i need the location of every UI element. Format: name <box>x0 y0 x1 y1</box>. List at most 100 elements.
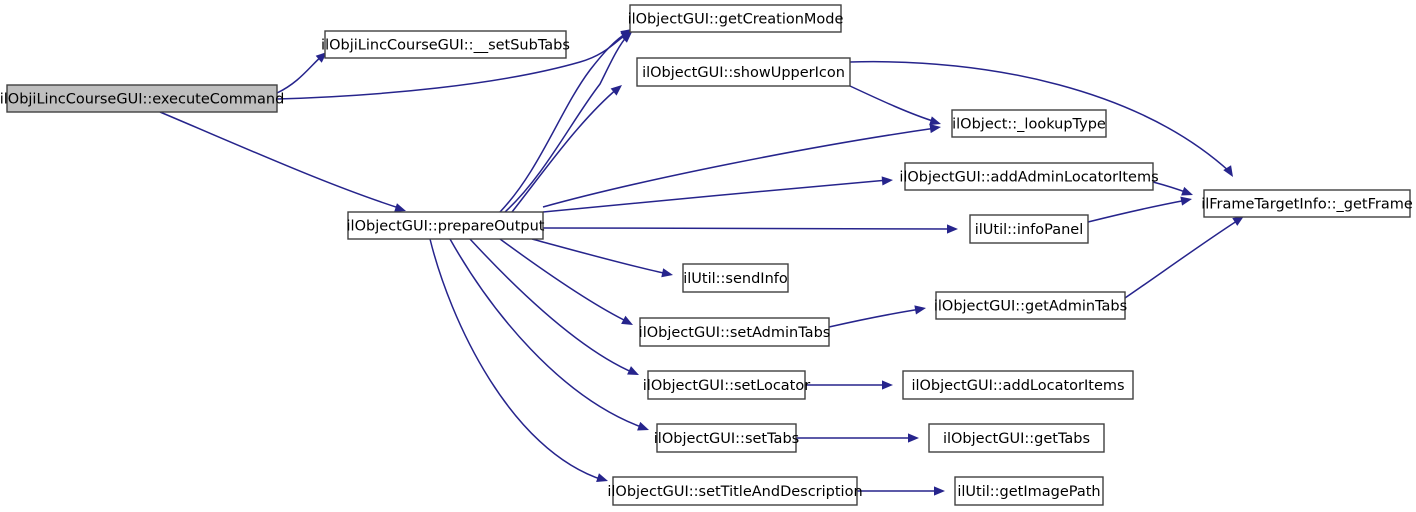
edge-prepareOutput-to-sendInfo <box>531 238 673 278</box>
arrowhead <box>394 203 406 212</box>
node-box[interactable] <box>647 370 806 400</box>
node-getTabs[interactable]: ilObjectGUI::getTabs <box>928 423 1105 453</box>
node-label: ilObjiLincCourseGUI::executeCommand <box>0 92 284 108</box>
node-label: ilObjectGUI::getCreationMode <box>628 12 844 28</box>
arrowhead <box>929 123 941 134</box>
node-box[interactable] <box>904 162 1154 191</box>
arrowhead <box>1223 165 1233 177</box>
node-label: ilFrameTargetInfo::_getFrame <box>1201 197 1413 213</box>
node-getImagePath[interactable]: ilUtil::getImagePath <box>954 476 1104 506</box>
node-box[interactable] <box>951 109 1107 138</box>
arrowhead <box>637 421 649 431</box>
edge-setLocator-to-addLocatorItems <box>805 380 893 390</box>
node-box[interactable] <box>902 370 1134 400</box>
edge-prepareOutput-to-getCreationMode <box>504 32 632 213</box>
edge-addAdminLocatorItems-to-getFrame <box>1152 181 1193 196</box>
arrowhead <box>596 473 608 482</box>
node-setLocator[interactable]: ilObjectGUI::setLocator <box>643 370 810 400</box>
node-addLocatorItems[interactable]: ilObjectGUI::addLocatorItems <box>902 370 1134 400</box>
edge-showUpperIcon-to-getFrame <box>849 60 1233 177</box>
edge-setTabs-to-getTabs <box>795 433 919 443</box>
arrowhead <box>1181 186 1193 196</box>
edge-showUpperIcon-to-lookupType <box>849 85 941 126</box>
node-label: ilObjectGUI::setTabs <box>654 431 799 447</box>
node-box[interactable] <box>324 30 567 59</box>
node-label: ilUtil::getImagePath <box>957 484 1100 500</box>
node-getFrame[interactable]: ilFrameTargetInfo::_getFrame <box>1201 189 1413 218</box>
arrowhead <box>620 32 632 43</box>
arrowhead <box>627 366 639 375</box>
node-sendInfo[interactable]: ilUtil::sendInfo <box>682 263 789 293</box>
node-box[interactable] <box>969 214 1089 244</box>
node-setTabs[interactable]: ilObjectGUI::setTabs <box>654 423 799 453</box>
node-setAdminTabs[interactable]: ilObjectGUI::setAdminTabs <box>639 317 831 347</box>
edge-prepareOutput-to-infoPanel <box>542 224 958 234</box>
arrowhead <box>929 116 941 126</box>
node-box[interactable] <box>639 317 830 347</box>
node-box[interactable] <box>6 84 278 113</box>
node-prepareOutput[interactable]: ilObjectGUI::prepareOutput <box>347 211 545 240</box>
arrowhead <box>908 433 919 443</box>
node-label: ilObjectGUI::showUpperIcon <box>642 65 845 81</box>
node-box[interactable] <box>612 476 858 506</box>
nodes-layer: ilObjiLincCourseGUI::executeCommandilObj… <box>0 4 1413 506</box>
arrowhead <box>881 176 893 186</box>
node-infoPanel[interactable]: ilUtil::infoPanel <box>969 214 1089 244</box>
edge-getAdminTabs-to-getFrame <box>1124 216 1244 299</box>
arrowhead <box>934 486 945 496</box>
edge-infoPanel-to-getFrame <box>1087 196 1192 223</box>
node-box[interactable] <box>347 211 544 240</box>
node-box[interactable] <box>629 4 842 33</box>
node-label: ilObjectGUI::addLocatorItems <box>911 378 1124 394</box>
arrowhead <box>315 52 327 63</box>
node-label: ilObject::_lookupType <box>952 117 1106 133</box>
node-setTitleAndDescription[interactable]: ilObjectGUI::setTitleAndDescription <box>607 476 863 506</box>
edge-prepareOutput-to-setAdminTabs <box>499 238 633 325</box>
edge-prepareOutput-to-setTabs <box>449 238 649 431</box>
edges-layer <box>159 29 1244 496</box>
node-label: ilUtil::infoPanel <box>975 222 1084 238</box>
edge-executeCommand-to-prepareOutput <box>159 111 406 212</box>
node-addAdminLocatorItems[interactable]: ilObjectGUI::addAdminLocatorItems <box>899 162 1159 191</box>
arrowhead <box>947 224 958 234</box>
arrowhead <box>914 305 926 315</box>
edge-prepareOutput-to-setLocator <box>469 238 639 375</box>
node-lookupType[interactable]: ilObject::_lookupType <box>951 109 1107 138</box>
edge-prepareOutput-to-getCreationMode <box>499 29 632 213</box>
node-getAdminTabs[interactable]: ilObjectGUI::getAdminTabs <box>934 291 1127 320</box>
arrowhead <box>661 268 673 278</box>
node-box[interactable] <box>636 57 851 87</box>
edge-prepareOutput-to-showUpperIcon <box>511 85 622 213</box>
node-label: ilObjectGUI::setTitleAndDescription <box>607 484 862 500</box>
node-box[interactable] <box>1203 189 1411 218</box>
edge-prepareOutput-to-setTitleAndDescription <box>429 238 608 482</box>
node-label: ilObjectGUI::setLocator <box>643 378 810 394</box>
arrowhead <box>610 85 622 96</box>
node-label: ilObjectGUI::setAdminTabs <box>639 325 831 341</box>
arrowhead <box>621 315 633 325</box>
node-label: ilUtil::sendInfo <box>683 271 788 287</box>
node-box[interactable] <box>656 423 797 453</box>
node-showUpperIcon[interactable]: ilObjectGUI::showUpperIcon <box>636 57 851 87</box>
node-label: ilObjectGUI::addAdminLocatorItems <box>899 170 1158 186</box>
edge-prepareOutput-to-addAdminLocatorItems <box>542 176 893 213</box>
node-setSubTabs[interactable]: ilObjiLincCourseGUI::__setSubTabs <box>321 30 570 59</box>
node-label: ilObjiLincCourseGUI::__setSubTabs <box>321 38 570 54</box>
node-box[interactable] <box>928 423 1105 453</box>
arrowhead <box>1232 216 1244 226</box>
node-executeCommand[interactable]: ilObjiLincCourseGUI::executeCommand <box>0 84 284 113</box>
node-getCreationMode[interactable]: ilObjectGUI::getCreationMode <box>628 4 844 33</box>
edge-setAdminTabs-to-getAdminTabs <box>828 305 926 328</box>
node-label: ilObjectGUI::getAdminTabs <box>934 299 1127 315</box>
node-box[interactable] <box>682 263 789 293</box>
node-box[interactable] <box>935 291 1126 320</box>
node-box[interactable] <box>954 476 1104 506</box>
arrowhead <box>620 29 632 39</box>
arrowhead <box>882 380 893 390</box>
edge-prepareOutput-to-lookupType <box>542 123 941 208</box>
node-label: ilObjectGUI::prepareOutput <box>347 219 545 235</box>
node-label: ilObjectGUI::getTabs <box>943 431 1090 447</box>
arrowhead <box>1180 196 1192 206</box>
